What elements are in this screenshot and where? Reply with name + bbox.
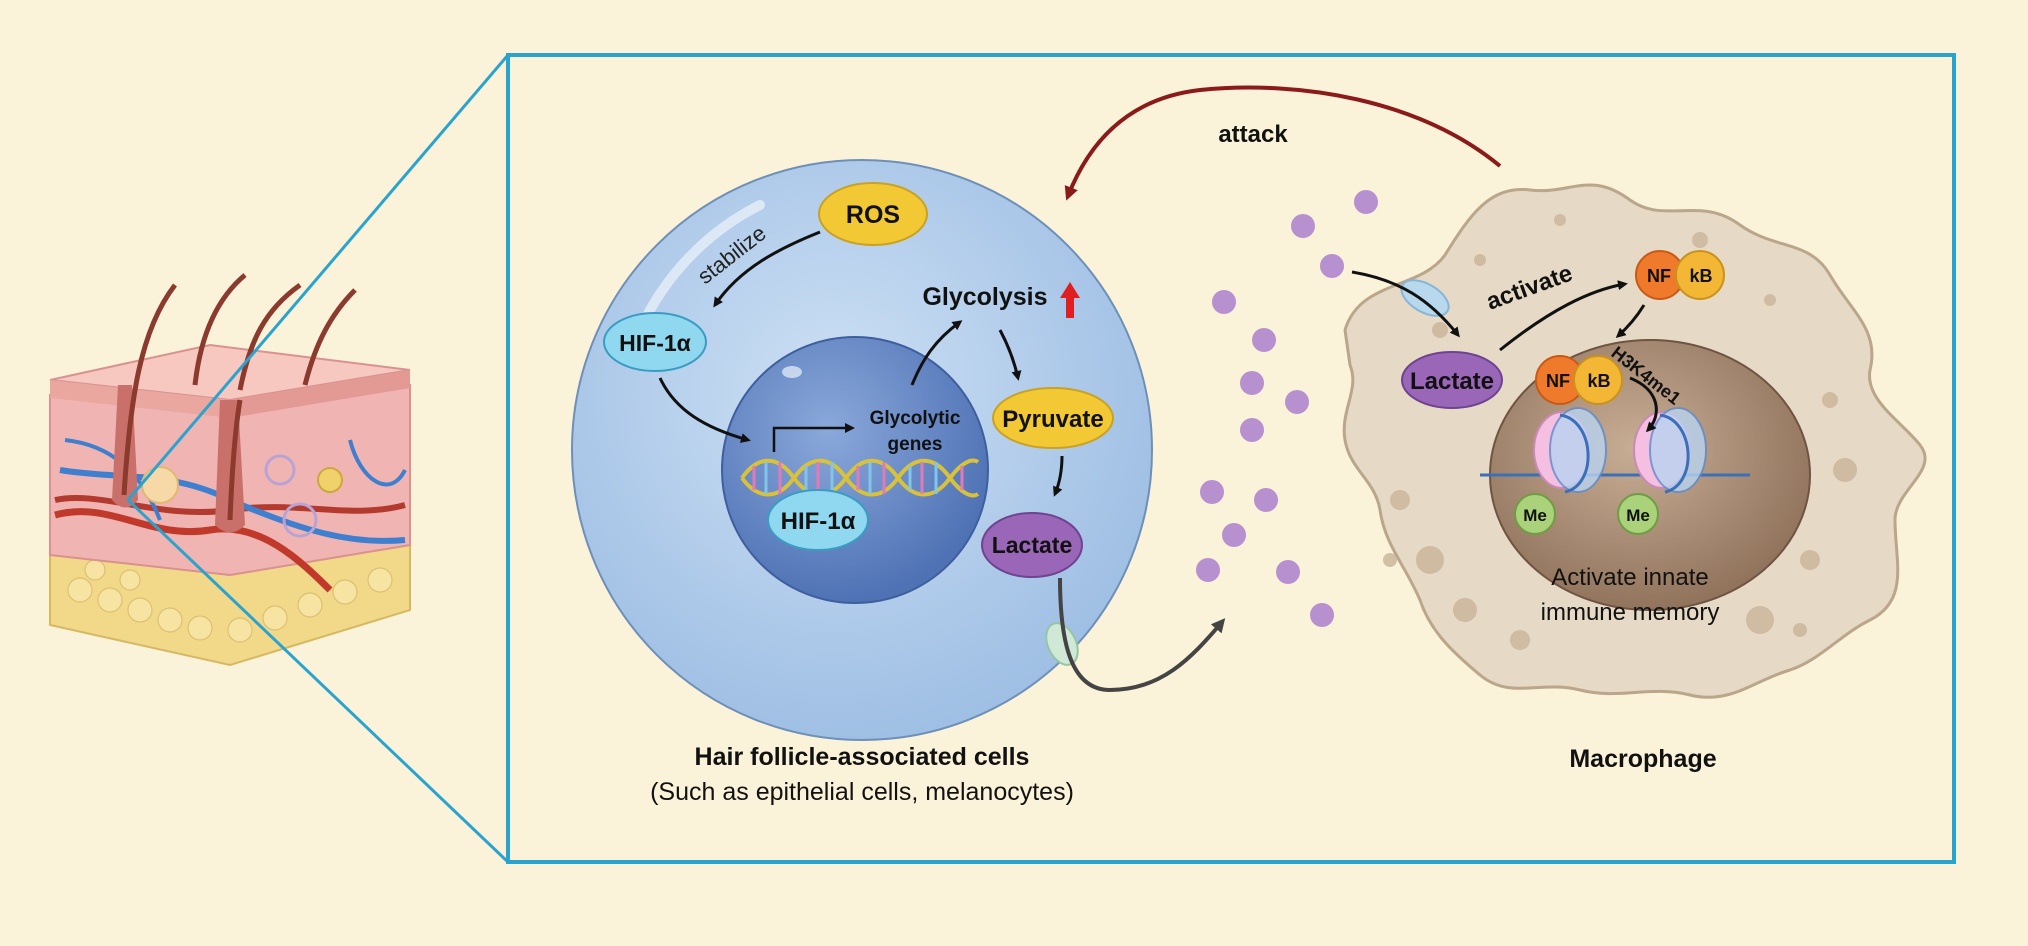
pyruvate-to-lactate-arrow (1053, 455, 1064, 497)
hif-to-nucleus-arrow (658, 377, 751, 443)
innate-memory-label-1: Activate innate (1551, 564, 1708, 591)
kb-nucleus-label: kB (1587, 371, 1610, 391)
lactate-cell-label: Lactate (992, 532, 1073, 558)
lactate-cell-node (981, 512, 1083, 578)
hif-nucleus-node (767, 489, 869, 551)
hair-cell-caption-title: Hair follicle-associated cells (695, 743, 1030, 771)
lactate-uptake-arrow (1351, 270, 1460, 338)
innate-memory-label-2: immune memory (1541, 599, 1720, 626)
kb-cytoplasm-node (1675, 250, 1725, 300)
nucleosome-2 (1633, 407, 1707, 494)
ros-label: ROS (846, 201, 900, 229)
macrophage-cell: Me Me NF kB H3K4me1 NF kB activate Lacta… (1342, 183, 1927, 699)
attack-arrow (1064, 85, 1502, 201)
kb-nucleus-node (1573, 355, 1623, 405)
nfkb-to-chromatin-arrow (1629, 376, 1658, 433)
me-label-2: Me (1626, 506, 1650, 525)
lactate-particles (1196, 190, 1378, 627)
pyruvate-node (992, 387, 1114, 449)
methyl-mark-1 (1514, 493, 1556, 535)
zoom-line-top (126, 54, 510, 501)
transcription-arrow (772, 423, 855, 452)
pyruvate-label: Pyruvate (1002, 406, 1103, 433)
hair-cell-caption-sub: (Such as epithelial cells, melanocytes) (650, 778, 1074, 806)
nf-nucleus-label: NF (1546, 371, 1570, 391)
hif-cytoplasm-node (603, 312, 707, 372)
nfkb-translocation-arrow (1615, 304, 1646, 338)
lactate-macrophage-node (1401, 351, 1503, 409)
nf-cytoplasm-label: NF (1647, 266, 1671, 286)
glycolysis-label: Glycolysis (922, 283, 1047, 311)
genes-to-glycolysis-arrow (910, 320, 963, 386)
me-label-1: Me (1523, 506, 1547, 525)
glycolytic-genes-label-2: genes (888, 434, 943, 455)
hif-nucleus-label: HIF-1α (781, 508, 856, 535)
increase-up-arrow-icon (1060, 282, 1080, 318)
ros-node (818, 182, 928, 246)
macrophage-caption: Macrophage (1569, 745, 1716, 773)
ros-to-hif-arrow (713, 230, 821, 308)
hair-follicle-cell: Glycolytic genes HIF-1α ROS stabilize HI… (571, 159, 1153, 741)
glycolytic-genes-label-1: Glycolytic (870, 408, 961, 429)
hif-cytoplasm-label: HIF-1α (619, 330, 691, 356)
lactate-export-arrow (1058, 577, 1226, 693)
nucleosome-1 (1533, 407, 1607, 494)
skin-illustration (49, 273, 411, 667)
zoom-line-bottom (126, 498, 510, 864)
glycolysis-to-pyruvate-arrow (998, 329, 1022, 381)
attack-label: attack (1218, 121, 1288, 148)
lactate-receptor-icon (1400, 279, 1450, 317)
zoom-frame (506, 53, 1956, 864)
lactate-macrophage-label: Lactate (1410, 368, 1494, 395)
lactate-to-nfkb-arrow (1499, 280, 1628, 352)
dna-helix (740, 458, 980, 498)
kb-cytoplasm-label: kB (1689, 266, 1712, 286)
methyl-mark-2 (1617, 493, 1659, 535)
